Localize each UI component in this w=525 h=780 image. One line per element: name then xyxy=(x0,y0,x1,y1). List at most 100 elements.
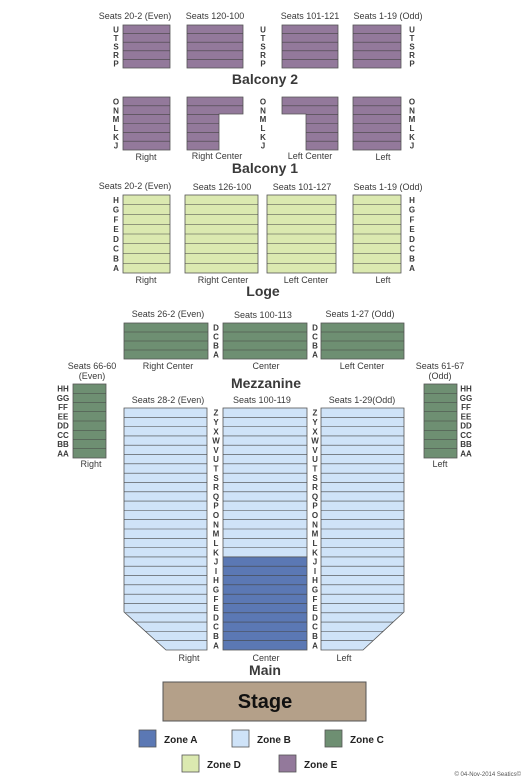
balcony2-right-section-fill[interactable] xyxy=(122,24,171,69)
mezz-lc-row-label: A xyxy=(312,351,318,360)
loge-right-row-label: F xyxy=(114,215,119,224)
main-lc-row-label: X xyxy=(312,427,318,436)
balcony1-title: Balcony 1 xyxy=(232,160,298,176)
main-title: Main xyxy=(249,662,281,678)
balcony1-center-row-label: L xyxy=(261,124,266,133)
balcony2-left-section-fill[interactable] xyxy=(352,24,402,69)
balcony2-right-section[interactable] xyxy=(122,24,171,69)
balcony1-center-row-label: K xyxy=(260,133,266,142)
balcony2-center-row-label: U xyxy=(260,25,266,34)
balcony1-left-center-section[interactable] xyxy=(281,96,339,151)
loge-left-section[interactable] xyxy=(352,194,402,274)
balcony2-left-center-section-fill[interactable] xyxy=(281,24,339,69)
main-lc-row-label: S xyxy=(312,474,318,483)
main-center-rear-section[interactable] xyxy=(222,407,308,558)
main-lc-row-label: O xyxy=(312,511,318,520)
balcony1-left-section[interactable] xyxy=(352,96,402,151)
mezz-rc-row-label: A xyxy=(213,351,219,360)
legend-swatch xyxy=(181,754,200,773)
balcony2-right-center-section[interactable] xyxy=(186,24,244,69)
main-left-label: Left xyxy=(336,653,352,663)
balcony2-left-center-header: Seats 101-121 xyxy=(281,11,340,21)
balcony2-right-row-label: R xyxy=(113,51,119,60)
mezz-side-right-row-label: DD xyxy=(57,422,69,431)
balcony2-center-row-label: R xyxy=(260,51,266,60)
balcony2-left-row-label: U xyxy=(409,25,415,34)
main-center-front-section[interactable] xyxy=(222,556,308,651)
loge-right-center-section[interactable] xyxy=(184,194,259,274)
main-left-header: Seats 1-29(Odd) xyxy=(329,395,396,405)
loge-right-center-label: Right Center xyxy=(198,275,249,285)
balcony2-left-row-label: R xyxy=(409,51,415,60)
mezz-side-right-row-label: GG xyxy=(57,394,69,403)
mezz-right-center-section[interactable] xyxy=(123,322,209,360)
mezz-side-left-row-label: AA xyxy=(460,449,472,458)
balcony1-right-section[interactable] xyxy=(122,96,171,151)
mezz-side-right-row-label: BB xyxy=(57,440,69,449)
main-lc-row-label: B xyxy=(312,632,318,641)
main-lc-row-label: A xyxy=(312,641,318,650)
loge-right-center-header: Seats 126-100 xyxy=(193,182,252,192)
loge-right-row-label: C xyxy=(113,245,119,254)
balcony2-right-center-section-fill[interactable] xyxy=(186,24,244,69)
main-lc-row-label: M xyxy=(312,530,319,539)
main-lc-row-label: R xyxy=(312,483,318,492)
balcony2-left-header: Seats 1-19 (Odd) xyxy=(353,11,422,21)
balcony1-right-row-label: J xyxy=(114,142,118,151)
balcony1-center-row-label: M xyxy=(260,115,267,124)
loge-left-center-section[interactable] xyxy=(266,194,337,274)
mezz-side-right-label: Right xyxy=(80,459,102,469)
main-rc-row-label: M xyxy=(213,530,220,539)
main-rc-row-label: H xyxy=(213,576,219,585)
balcony1-left-row-label: J xyxy=(410,142,414,151)
mezz-left-center-header: Seats 1-27 (Odd) xyxy=(325,309,394,319)
loge-left-label: Left xyxy=(375,275,391,285)
main-lc-row-label: E xyxy=(312,604,318,613)
loge-right-row-label: G xyxy=(113,206,119,215)
balcony2-center-row-label: S xyxy=(260,43,266,52)
stage-label: Stage xyxy=(238,691,292,713)
main-rc-row-label: W xyxy=(212,437,220,446)
loge-right-label: Right xyxy=(135,275,157,285)
mezz-side-right-header: Seats 66-60 xyxy=(68,361,117,371)
mezz-side-right-row-label: AA xyxy=(57,449,69,458)
main-lc-row-label: P xyxy=(312,502,318,511)
mezz-center-section[interactable] xyxy=(222,322,308,360)
balcony2-right-row-label: S xyxy=(113,43,119,52)
balcony2-title: Balcony 2 xyxy=(232,71,298,87)
balcony2-right-center-header: Seats 120-100 xyxy=(186,11,245,21)
mezz-left-center-section[interactable] xyxy=(320,322,405,360)
loge-left-row-label: G xyxy=(409,206,415,215)
loge-right-section[interactable] xyxy=(122,194,171,274)
loge-left-row-label: F xyxy=(410,215,415,224)
mezz-side-left-header-sub: (Odd) xyxy=(428,371,451,381)
balcony1-left-row-label: M xyxy=(409,115,416,124)
main-lc-row-label: T xyxy=(313,465,318,474)
main-rc-row-label: S xyxy=(213,474,219,483)
mezz-center-label: Center xyxy=(252,361,279,371)
mezz-side-left-section[interactable] xyxy=(423,383,458,459)
main-right-section[interactable] xyxy=(123,407,208,651)
main-right-label: Right xyxy=(178,653,200,663)
mezz-side-right-section[interactable] xyxy=(72,383,107,459)
mezz-side-right-header-sub: (Even) xyxy=(79,371,106,381)
main-lc-row-label: G xyxy=(312,586,318,595)
balcony2-left-center-section[interactable] xyxy=(281,24,339,69)
balcony2-left-section[interactable] xyxy=(352,24,402,69)
mezz-lc-row-label: B xyxy=(312,342,318,351)
main-rc-row-label: F xyxy=(214,595,219,604)
main-lc-row-label: K xyxy=(312,548,318,557)
mezz-side-right-row-label: FF xyxy=(58,403,68,412)
balcony1-right-center-section[interactable] xyxy=(186,96,244,151)
main-lc-row-label: I xyxy=(314,567,316,576)
mezz-side-right-row-label: EE xyxy=(58,412,69,421)
main-left-section[interactable] xyxy=(320,407,405,651)
main-lc-row-label: D xyxy=(312,613,318,622)
mezzanine-title: Mezzanine xyxy=(231,375,301,391)
stage-block xyxy=(162,681,367,722)
balcony2-right-row-label: P xyxy=(113,60,119,69)
mezz-side-left-row-label: HH xyxy=(460,385,472,394)
loge-right-row-label: E xyxy=(113,225,119,234)
balcony1-left-label: Left xyxy=(375,152,391,162)
balcony1-right-row-label: L xyxy=(114,124,119,133)
